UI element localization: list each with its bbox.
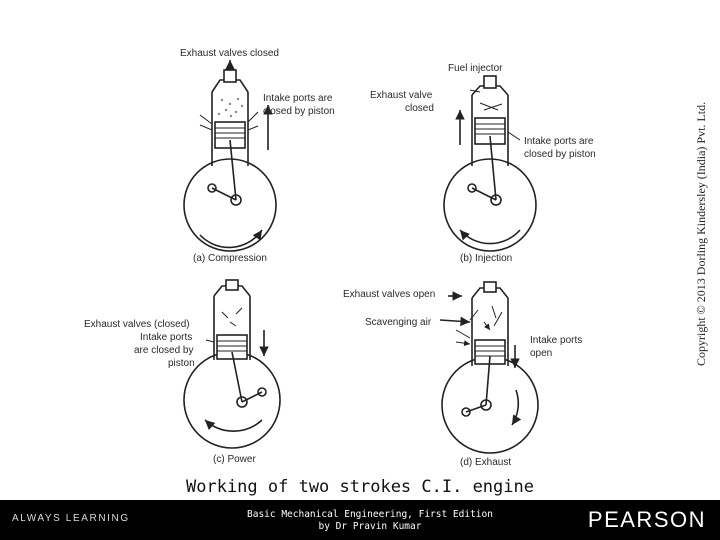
label-intake-ports-b-1: Intake ports are xyxy=(524,136,594,147)
book-credit: Basic Mechanical Engineering, First Edit… xyxy=(220,509,520,533)
caption-injection: (b) Injection xyxy=(460,253,512,264)
label-intake-ports-d-1: Intake ports xyxy=(530,335,582,346)
copyright-text: Copyright © 2013 Dorling Kindersley (Ind… xyxy=(694,102,709,366)
label-exhaust-valve-b-2: closed xyxy=(405,103,434,114)
label-intake-ports-d-2: open xyxy=(530,348,552,359)
label-intake-ports-c-3: piston xyxy=(168,358,195,369)
label-scavenging-air: Scavenging air xyxy=(365,317,432,328)
footer-bar: ALWAYS LEARNING Basic Mechanical Enginee… xyxy=(0,500,720,540)
caption-power: (c) Power xyxy=(213,454,256,465)
engine-exhaust xyxy=(440,282,538,453)
caption-exhaust: (d) Exhaust xyxy=(460,457,511,468)
label-fuel-injector: Fuel injector xyxy=(448,63,503,74)
label-intake-ports-c-2: are closed by xyxy=(134,345,193,356)
engine-compression xyxy=(184,60,276,251)
label-exhaust-valve-b-1: Exhaust valve xyxy=(370,90,433,101)
label-exhaust-valves-open: Exhaust valves open xyxy=(343,289,435,300)
label-intake-ports-c-1: Intake ports xyxy=(140,332,192,343)
label-intake-ports-a-1: Intake ports are xyxy=(263,93,333,104)
label-exhaust-valves-closed-c: Exhaust valves (closed) xyxy=(84,319,190,330)
engine-injection xyxy=(444,76,536,251)
two-stroke-engine-diagram: Exhaust valves closed Intake ports are c… xyxy=(0,0,720,475)
footer-tagline: ALWAYS LEARNING xyxy=(12,513,130,524)
book-author: by Dr Pravin Kumar xyxy=(220,521,520,533)
publisher-logo: PEARSON xyxy=(588,507,706,533)
caption-compression: (a) Compression xyxy=(193,253,267,264)
book-title: Basic Mechanical Engineering, First Edit… xyxy=(220,509,520,521)
slide-title: Working of two strokes C.I. engine xyxy=(0,477,720,497)
label-intake-ports-a-2: closed by piston xyxy=(263,106,335,117)
engine-power xyxy=(184,280,280,448)
label-exhaust-valves-closed-a: Exhaust valves closed xyxy=(180,48,279,59)
label-intake-ports-b-2: closed by piston xyxy=(524,149,596,160)
